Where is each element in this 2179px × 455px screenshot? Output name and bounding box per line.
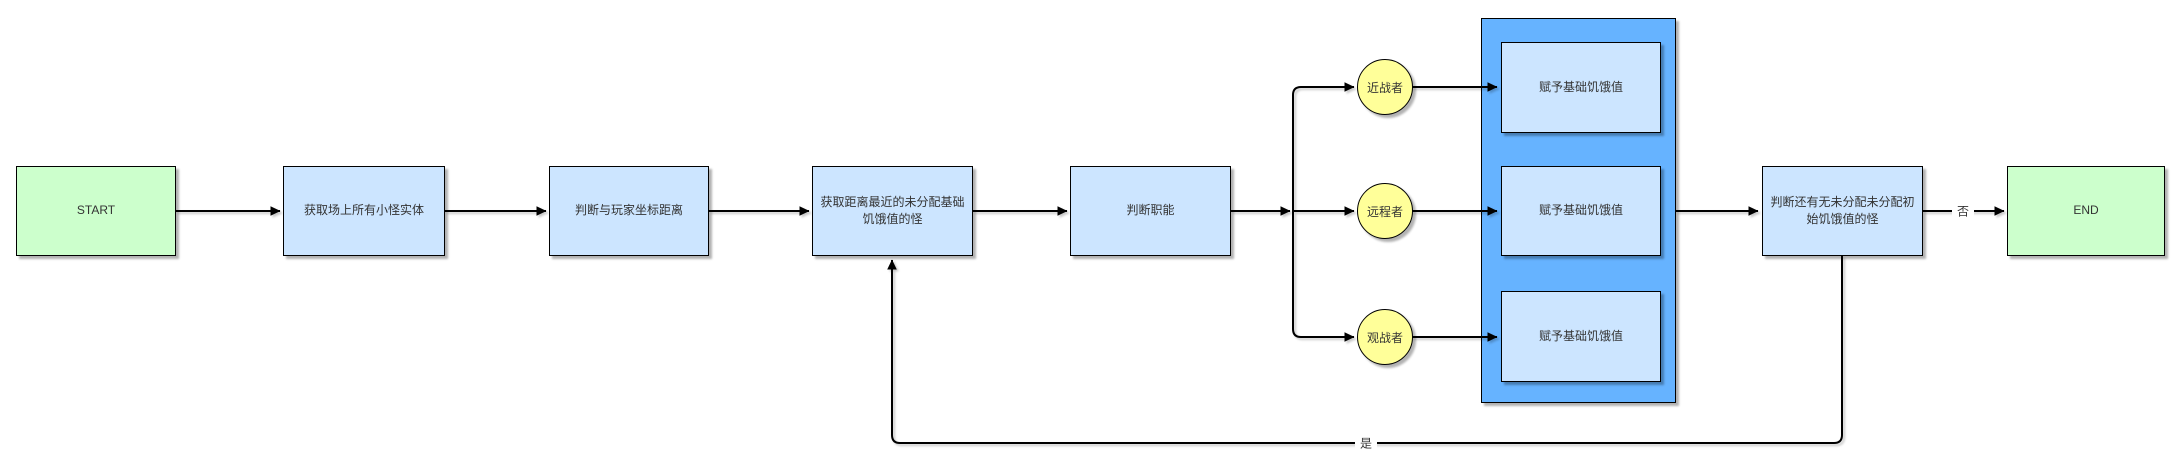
node-assign-ranged: 赋予基础饥饿值 — [1501, 166, 1661, 256]
node-role-ranged-label: 远程者 — [1366, 204, 1403, 219]
node-judge-player-distance: 判断与玩家坐标距离 — [549, 166, 709, 256]
node-judge-remaining-label: 判断还有无未分配未分配初始饥饿值的怪 — [1770, 194, 1915, 226]
node-start: START — [16, 166, 176, 256]
node-assign-observer-label: 赋予基础饥饿值 — [1538, 328, 1623, 343]
node-assign-ranged-label: 赋予基础饥饿值 — [1538, 203, 1623, 218]
node-assign-observer: 赋予基础饥饿值 — [1501, 291, 1661, 382]
node-role-observer: 观战者 — [1357, 309, 1413, 365]
edge-label-yes: 是 — [1354, 434, 1378, 452]
node-role-melee-label: 近战者 — [1366, 80, 1403, 95]
edge-branch-to-melee — [1292, 82, 1355, 211]
node-role-ranged: 远程者 — [1357, 183, 1413, 239]
edge-label-no: 否 — [1951, 202, 1975, 220]
edge-branch-to-observer — [1292, 211, 1355, 342]
node-assign-melee: 赋予基础饥饿值 — [1501, 42, 1661, 133]
node-get-all-monsters-label: 获取场上所有小怪实体 — [303, 203, 424, 218]
node-role-observer-label: 观战者 — [1366, 330, 1403, 345]
node-start-label: START — [76, 203, 116, 218]
node-judge-role: 判断职能 — [1070, 166, 1231, 256]
node-assign-melee-label: 赋予基础饥饿值 — [1538, 79, 1623, 94]
node-get-nearest-unassigned-label: 获取距离最近的未分配基础饥饿值的怪 — [820, 194, 965, 226]
node-get-nearest-unassigned: 获取距离最近的未分配基础饥饿值的怪 — [812, 166, 973, 256]
node-judge-role-label: 判断职能 — [1126, 203, 1175, 218]
node-judge-player-distance-label: 判断与玩家坐标距离 — [574, 203, 683, 218]
node-judge-remaining: 判断还有无未分配未分配初始饥饿值的怪 — [1762, 166, 1923, 256]
node-get-all-monsters: 获取场上所有小怪实体 — [283, 166, 445, 256]
node-end: END — [2007, 166, 2165, 256]
node-role-melee: 近战者 — [1357, 59, 1413, 115]
node-end-label: END — [2073, 203, 2099, 218]
